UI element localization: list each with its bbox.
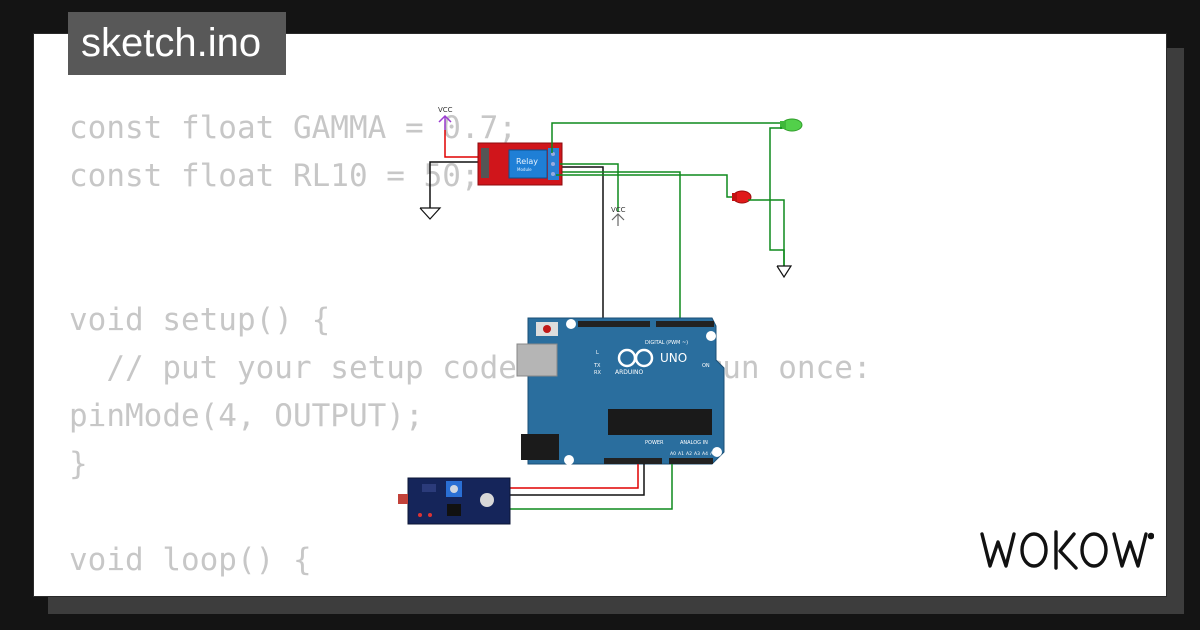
- analog-pin-label: A3: [694, 451, 700, 457]
- analog-pin-label: A4: [702, 451, 708, 457]
- l-label: L: [596, 350, 599, 356]
- analog-label: ANALOG IN: [680, 440, 708, 446]
- preview-card: const float GAMMA = 0.7; const float RL10…: [33, 33, 1167, 597]
- sensor-gnd-wire: [510, 464, 645, 496]
- analog-pin-label: A0: [670, 451, 676, 457]
- ground-symbol-relay: [419, 207, 442, 220]
- photoresistor-sensor-module: [398, 477, 511, 525]
- relay-vcc-wire: [444, 130, 480, 158]
- relay-com-wire: [560, 163, 619, 212]
- relay-gnd-wire: [429, 161, 480, 208]
- wokwi-logo: [980, 530, 1154, 570]
- analog-pin-label: A5: [710, 451, 716, 457]
- vcc-symbol-middle: VCC: [611, 206, 626, 226]
- green-led-gnd-wire: [769, 127, 785, 266]
- vcc-symbol-relay: VCC: [438, 106, 453, 130]
- digital-label: DIGITAL (PWM ~): [645, 340, 688, 346]
- on-label: ON: [702, 363, 710, 369]
- relay-label: Relay: [516, 157, 538, 166]
- relay-module: Relay Module: [477, 142, 563, 186]
- sketch-title: sketch.ino: [68, 12, 286, 75]
- relay-in-wire: [486, 171, 681, 322]
- rx-label: RX: [594, 370, 601, 376]
- analog-pin-label: A2: [686, 451, 692, 457]
- code-line: }: [69, 446, 88, 482]
- board-model: UNO: [660, 351, 687, 365]
- sensor-vcc-wire: [510, 464, 639, 489]
- arduino-uno-board: UNO ARDUINO DIGITAL (PWM ~) POWER ANALOG…: [516, 317, 725, 465]
- code-line: const float GAMMA = 0.7;: [69, 110, 517, 146]
- board-brand: ARDUINO: [615, 369, 644, 376]
- relay-no-wire: [551, 122, 780, 153]
- red-led: [732, 190, 752, 204]
- power-label: POWER: [645, 440, 664, 446]
- analog-pin-label: A1: [678, 451, 684, 457]
- sensor-ao-wire: [510, 464, 673, 510]
- green-led: [780, 118, 803, 132]
- code-line: void loop() {: [69, 542, 312, 578]
- red-led-gnd-wire: [748, 199, 785, 266]
- tx-label: TX: [593, 363, 601, 369]
- arduino-logo: [617, 348, 654, 368]
- code-line: void setup() {: [69, 302, 331, 338]
- ground-symbol-led: [776, 265, 793, 279]
- code-line: pinMode(4, OUTPUT);: [69, 398, 424, 434]
- relay-nc-wire: [556, 174, 735, 198]
- code-line: const float RL10 = 50;: [69, 158, 480, 194]
- vcc-label: VCC: [438, 106, 453, 114]
- relay-sub-label: Module: [517, 167, 532, 172]
- vcc-label-2: VCC: [611, 206, 626, 214]
- relay-signal-wire-black: [480, 166, 604, 322]
